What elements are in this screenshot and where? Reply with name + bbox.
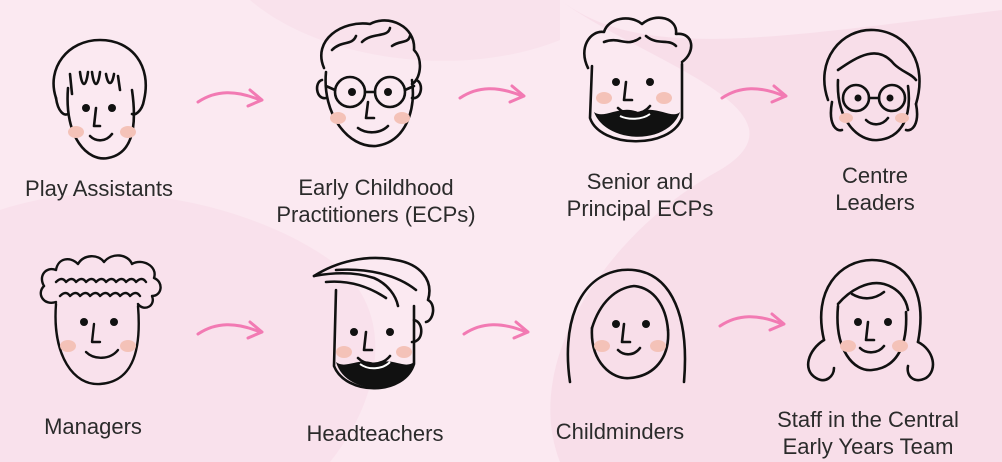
glasses-curly-hair-icon [315, 19, 423, 148]
role-label-childminders: Childminders [555, 419, 685, 444]
arrow-right-icon [718, 312, 786, 332]
role-label-ecps: Early Childhood Practitioners (ECPs) [276, 175, 476, 227]
role-label-play-assistants: Play Assistants [25, 176, 173, 201]
bearded-spiky-hair-icon [583, 16, 693, 143]
arrow-right-icon [462, 320, 530, 340]
quiff-beard-icon [312, 256, 435, 390]
role-label-managers: Managers [44, 414, 142, 439]
wavy-long-hair-icon [806, 258, 935, 382]
glasses-bob-hair-icon [823, 28, 921, 142]
bob-hair-icon [52, 38, 147, 160]
role-label-centre-leaders: Centre Leaders [835, 163, 915, 215]
long-hair-icon [566, 268, 687, 384]
arrow-right-icon [720, 84, 788, 104]
role-label-headteachers: Headteachers [306, 421, 444, 446]
role-label-central-early-years-team: Staff in the Central Early Years Team [777, 407, 959, 459]
curly-hair-icon [39, 254, 162, 386]
role-label-senior-principal-ecps: Senior and Principal ECPs [566, 169, 714, 221]
arrow-right-icon [458, 84, 526, 104]
arrow-right-icon [196, 88, 264, 108]
arrow-right-icon [196, 320, 264, 340]
